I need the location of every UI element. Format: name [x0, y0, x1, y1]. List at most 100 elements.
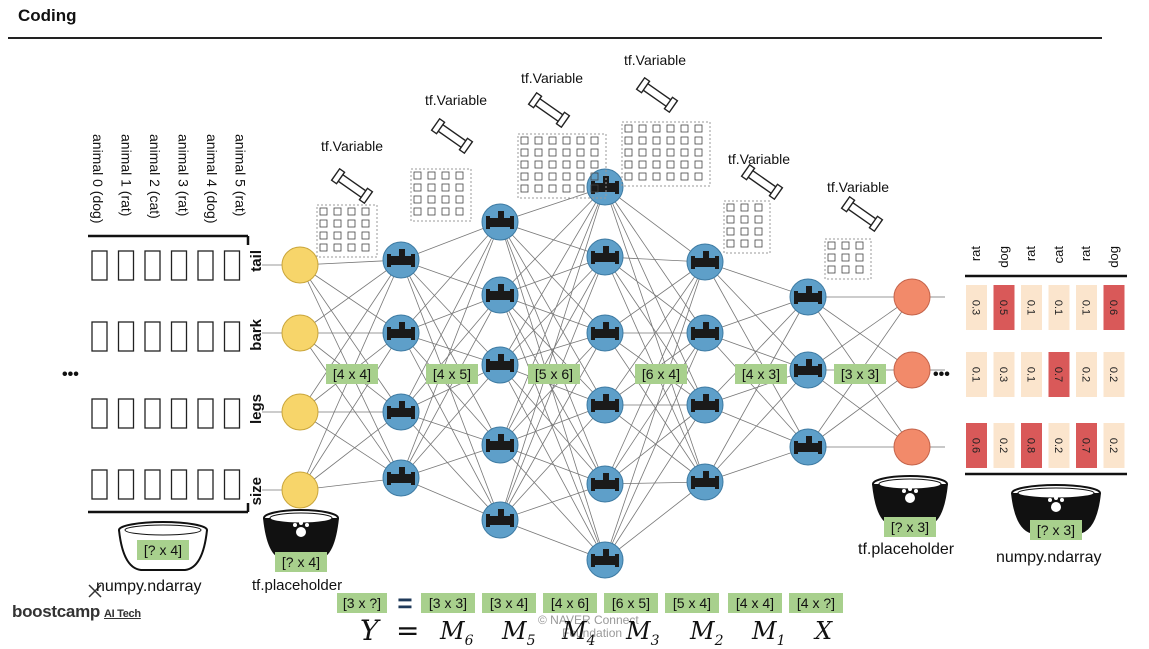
- weight-cell: [841, 241, 850, 250]
- input-bowl-label: numpy.ndarray: [96, 578, 202, 595]
- weight-grid-frame: [723, 200, 771, 254]
- weight-cell: [441, 195, 450, 204]
- output-cell: [1021, 423, 1042, 468]
- pipe-icon-joint: [498, 354, 504, 362]
- animal-label: animal 3 (rat): [175, 134, 192, 217]
- connection-line: [604, 186, 706, 483]
- equation-shape-tag: [337, 593, 387, 613]
- hidden-node: [686, 463, 724, 501]
- weight-cell: [694, 148, 703, 157]
- input-cell: [197, 321, 214, 352]
- pipe-icon: [797, 293, 819, 302]
- input-cell: [197, 398, 214, 429]
- weight-cell: [754, 203, 763, 212]
- pipe-icon-flange: [615, 251, 619, 264]
- connection-line: [807, 369, 913, 448]
- connection-line: [499, 221, 606, 561]
- connection-line: [299, 264, 402, 413]
- connection-line: [704, 261, 809, 371]
- pipe-icon-flange: [387, 406, 391, 419]
- weight-cell: [694, 172, 703, 181]
- connection-line: [604, 332, 706, 485]
- output-class-label: cat: [1050, 246, 1066, 264]
- hidden-node: [382, 393, 420, 431]
- equation-shape-tag: [482, 593, 536, 613]
- input-cell: [91, 250, 108, 281]
- connection-line: [499, 186, 606, 296]
- weight-cell: [534, 172, 543, 181]
- connection-line: [604, 404, 706, 485]
- pipe-icon: [527, 91, 571, 129]
- pipe-icon-flange: [387, 254, 391, 267]
- connection-line: [604, 186, 706, 263]
- weight-cell: [726, 215, 735, 224]
- weight-cell: [576, 184, 585, 193]
- pipe-icon-flange: [510, 514, 514, 527]
- output-bowl-label: numpy.ndarray: [996, 549, 1102, 566]
- connection-line: [299, 259, 402, 413]
- equation-term-subscript: 4: [586, 632, 596, 649]
- weight-cell: [694, 136, 703, 145]
- output-value: 0.1: [970, 367, 982, 382]
- input-cell: [117, 469, 135, 500]
- pipe-icon-joint: [806, 359, 812, 367]
- connection-line: [604, 186, 706, 406]
- pipe-flange: [358, 187, 374, 205]
- weight-grid: [316, 204, 378, 258]
- weight-cell: [413, 195, 422, 204]
- bowl-inner: [124, 524, 202, 536]
- weight-cell: [333, 219, 342, 228]
- input-cell: [144, 321, 161, 352]
- weight-cell: [576, 136, 585, 145]
- connection-line: [299, 411, 402, 479]
- hidden-node: [481, 346, 519, 384]
- output-value: 0.1: [1025, 367, 1037, 382]
- output-node: [893, 428, 931, 466]
- weight-cell: [754, 215, 763, 224]
- input-cell: [144, 469, 161, 500]
- equation-term-subscript: 6: [464, 632, 474, 649]
- pipe-icon-joint: [399, 249, 405, 257]
- equation-term-subscript: 3: [650, 632, 660, 649]
- output-cell: [1103, 423, 1125, 468]
- weight-cell: [855, 265, 864, 274]
- weight-grid: [621, 121, 711, 187]
- weight-cell: [740, 215, 749, 224]
- weight-cell: [347, 219, 356, 228]
- layer-shape-label: [6 x 4]: [642, 366, 680, 382]
- output-cell: [993, 285, 1015, 330]
- weight-grid: [410, 168, 472, 222]
- input-placeholder-label: tf.placeholder: [252, 577, 343, 594]
- paw-icon-toe: [914, 489, 918, 493]
- pipe-icon-flange: [615, 478, 619, 491]
- pipe-icon-joint: [399, 322, 405, 330]
- pipe-icon: [489, 441, 511, 450]
- output-value: 0.7: [1052, 367, 1064, 382]
- pipe-icon-joint: [703, 251, 709, 259]
- connection-line: [299, 259, 402, 334]
- pipe-icon: [635, 76, 679, 114]
- pipe-icon: [390, 256, 412, 265]
- connection-line: [400, 294, 501, 413]
- layer-shape-label: [3 x 3]: [841, 366, 879, 382]
- connection-line: [604, 404, 706, 483]
- connection-line: [400, 411, 501, 521]
- output-value: 0.6: [970, 438, 982, 453]
- output-node: [893, 351, 931, 389]
- pipe-icon-flange: [387, 327, 391, 340]
- tf-variable-label: tf.Variable: [728, 151, 790, 167]
- equation-shape-label: [3 x 3]: [429, 595, 467, 611]
- weight-cell: [680, 172, 689, 181]
- equation-term: M1: [752, 617, 786, 649]
- connection-line: [400, 332, 501, 446]
- connection-line: [400, 332, 501, 521]
- connection-line: [704, 296, 809, 406]
- connection-line: [499, 256, 606, 446]
- pipe-icon: [594, 556, 616, 565]
- equation-term: M2: [690, 617, 724, 649]
- pipe-flange: [635, 76, 651, 94]
- hidden-node: [586, 541, 624, 579]
- weight-grid-frame: [316, 204, 378, 258]
- pipe-icon: [594, 253, 616, 262]
- animal-label: animal 1 (rat): [118, 134, 135, 217]
